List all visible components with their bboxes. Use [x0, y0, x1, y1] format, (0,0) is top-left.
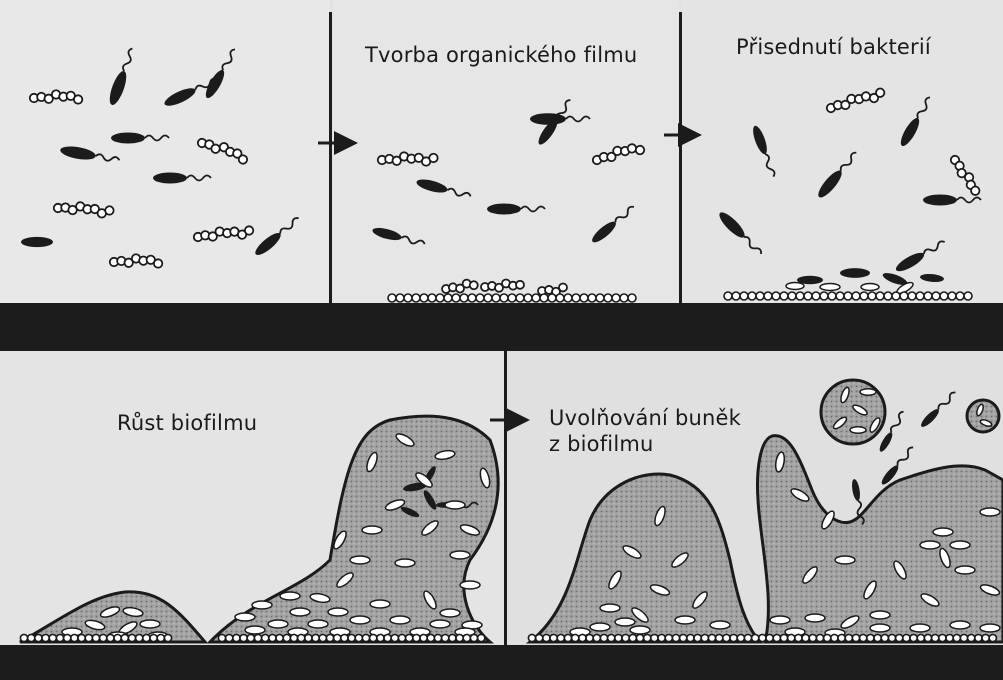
- substrate-row: [724, 292, 972, 300]
- embedded-cell: [820, 284, 840, 291]
- embedded-cell: [870, 611, 890, 619]
- panel-2-label: Tvorba organického filmu: [365, 42, 637, 68]
- panel-4-label: Růst biofilmu: [117, 410, 257, 436]
- embedded-cell: [430, 620, 450, 628]
- embedded-cell: [835, 556, 855, 564]
- substrate-row: [528, 634, 996, 641]
- embedded-cell: [615, 618, 635, 626]
- embedded-cell: [460, 581, 480, 589]
- embedded-cell: [290, 608, 310, 616]
- panel-5-label-line1: Uvolňování buněk: [549, 405, 741, 431]
- embedded-cell: [980, 624, 1000, 632]
- embedded-cell: [440, 609, 460, 617]
- embedded-cell: [861, 284, 879, 291]
- divider-1: [329, 12, 332, 304]
- embedded-cell: [268, 620, 288, 628]
- divider-2: [679, 12, 682, 304]
- embedded-cell: [850, 427, 866, 433]
- panel-3-label: Přisednutí bakterií: [736, 34, 931, 60]
- embedded-cell: [445, 501, 465, 509]
- embedded-cell: [920, 541, 940, 549]
- embedded-cell: [370, 600, 390, 608]
- substrate-row: [388, 294, 636, 302]
- embedded-cell: [980, 508, 1000, 516]
- embedded-cell: [350, 616, 370, 624]
- embedded-cell: [395, 559, 415, 567]
- embedded-cell: [786, 283, 804, 290]
- embedded-cell: [955, 566, 975, 574]
- embedded-cell: [280, 592, 300, 600]
- embedded-cell: [910, 624, 930, 632]
- embedded-cell: [252, 601, 272, 609]
- embedded-cell: [140, 620, 160, 628]
- embedded-cell: [785, 628, 805, 636]
- embedded-cell: [950, 621, 970, 629]
- rod-bacterium: [21, 237, 53, 247]
- embedded-cell: [245, 626, 265, 634]
- panel-5-label-line2: z biofilmu: [549, 431, 654, 457]
- embedded-cell: [675, 616, 695, 624]
- embedded-cell: [235, 613, 255, 621]
- divider-3: [504, 350, 507, 646]
- embedded-cell: [870, 624, 890, 632]
- embedded-cell: [410, 628, 430, 636]
- embedded-cell: [770, 616, 790, 624]
- substrate-row: [218, 634, 484, 641]
- floating-clump-large: [821, 380, 885, 444]
- embedded-cell: [950, 541, 970, 549]
- embedded-cell: [600, 604, 620, 612]
- embedded-cell: [590, 623, 610, 631]
- embedded-cell: [710, 621, 730, 629]
- bottom-band: [0, 645, 1003, 680]
- embedded-cell: [450, 551, 470, 559]
- embedded-cell: [350, 556, 370, 564]
- substrate-row: [20, 634, 171, 641]
- middle-band: [0, 303, 1003, 351]
- embedded-cell: [362, 526, 382, 534]
- panel-1-background: [0, 0, 330, 305]
- embedded-cell: [933, 528, 953, 536]
- embedded-cell: [328, 608, 348, 616]
- embedded-cell: [860, 389, 876, 395]
- embedded-cell: [390, 616, 410, 624]
- embedded-cell: [308, 620, 328, 628]
- rod-bacterium: [840, 268, 870, 278]
- embedded-cell: [630, 626, 650, 634]
- embedded-cell: [805, 614, 825, 622]
